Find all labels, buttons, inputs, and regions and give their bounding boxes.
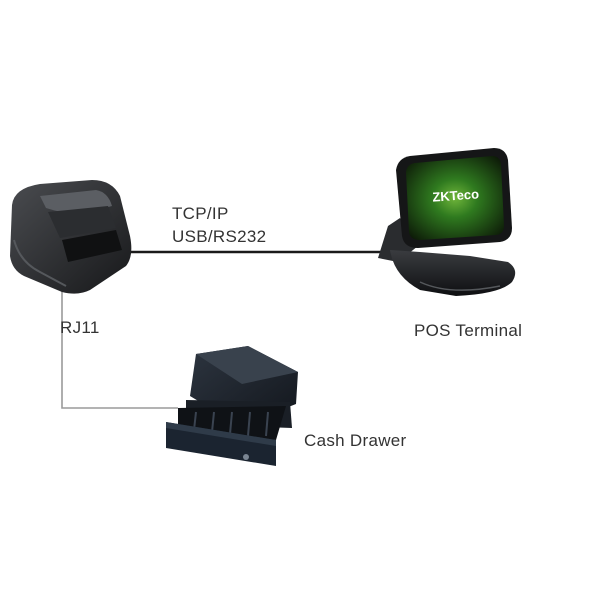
connection-label-rj11: RJ11 (60, 318, 100, 337)
device-label-pos-terminal: POS Terminal (414, 321, 523, 340)
drawer-lock-icon (243, 454, 249, 460)
receipt-printer (10, 180, 132, 294)
connection-label-usb-rs232: USB/RS232 (172, 227, 267, 246)
device-label-cash-drawer: Cash Drawer (304, 431, 407, 450)
pos-terminal: ZKTeco (378, 148, 516, 296)
connection-label-tcpip: TCP/IP (172, 204, 229, 223)
screen-logo: ZKTeco (432, 186, 480, 204)
connection-line-printer-to-drawer (61, 288, 178, 409)
cash-drawer (166, 346, 298, 466)
